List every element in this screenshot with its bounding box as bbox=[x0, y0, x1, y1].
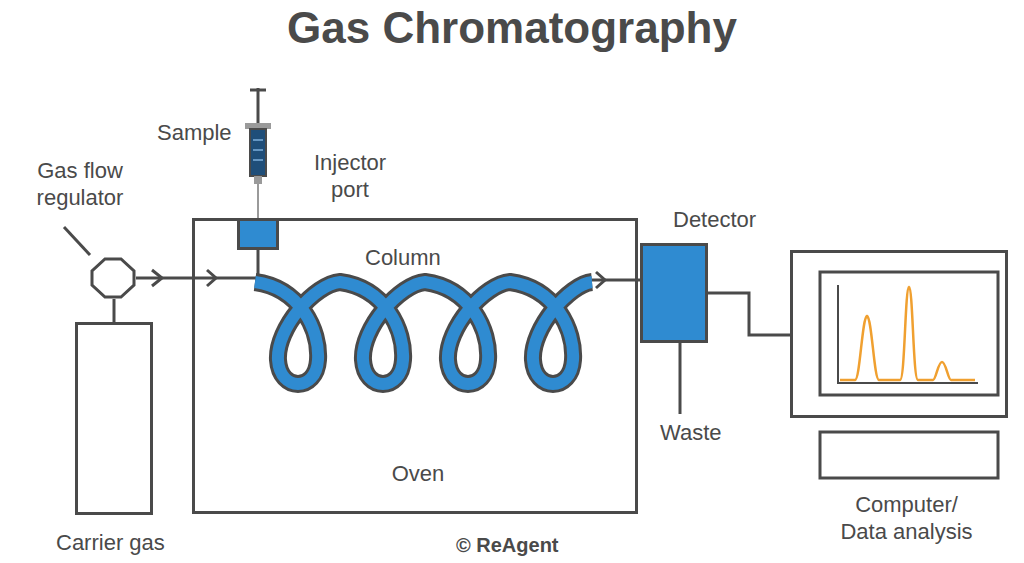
connector-line bbox=[113, 299, 116, 322]
octagon-outline bbox=[90, 257, 136, 299]
watermark: © ReAgent bbox=[456, 532, 559, 559]
part-label: Waste bbox=[660, 419, 722, 446]
title: Gas Chromatography bbox=[0, 2, 1024, 54]
column-coil bbox=[255, 282, 592, 384]
part-label: Sample bbox=[157, 119, 232, 146]
connector bbox=[136, 270, 192, 286]
waste-line bbox=[679, 343, 682, 414]
leader-line bbox=[64, 227, 90, 255]
connector-line bbox=[708, 293, 790, 335]
syringe bbox=[245, 88, 271, 219]
injector-port: Injector port bbox=[237, 218, 279, 250]
connector bbox=[114, 299, 115, 322]
gas-line bbox=[192, 277, 258, 280]
node-label: Oven bbox=[373, 460, 463, 487]
part-label: Column bbox=[365, 244, 441, 271]
computer-monitor: Computer/ Data analysis bbox=[790, 250, 1008, 418]
detector-box: Detector bbox=[640, 243, 708, 343]
chromatogram bbox=[840, 287, 975, 380]
gas-cylinder: Carrier gas bbox=[75, 322, 153, 515]
chart-axes bbox=[838, 285, 978, 383]
column-outlet bbox=[592, 279, 641, 282]
node-label: Gas flow regulator bbox=[28, 157, 132, 211]
regulator-symbol: Gas flow regulator bbox=[90, 257, 136, 299]
connector bbox=[708, 293, 790, 335]
flow-arrow bbox=[596, 272, 605, 288]
node-label: Detector bbox=[673, 206, 756, 233]
screen bbox=[820, 272, 998, 395]
node-label: Carrier gas bbox=[56, 529, 165, 556]
arrow-head bbox=[152, 270, 162, 286]
keyboard bbox=[820, 432, 998, 478]
node-label: Injector port bbox=[298, 149, 402, 203]
flow-arrow bbox=[207, 270, 216, 286]
node-label: Computer/ Data analysis bbox=[834, 491, 979, 545]
